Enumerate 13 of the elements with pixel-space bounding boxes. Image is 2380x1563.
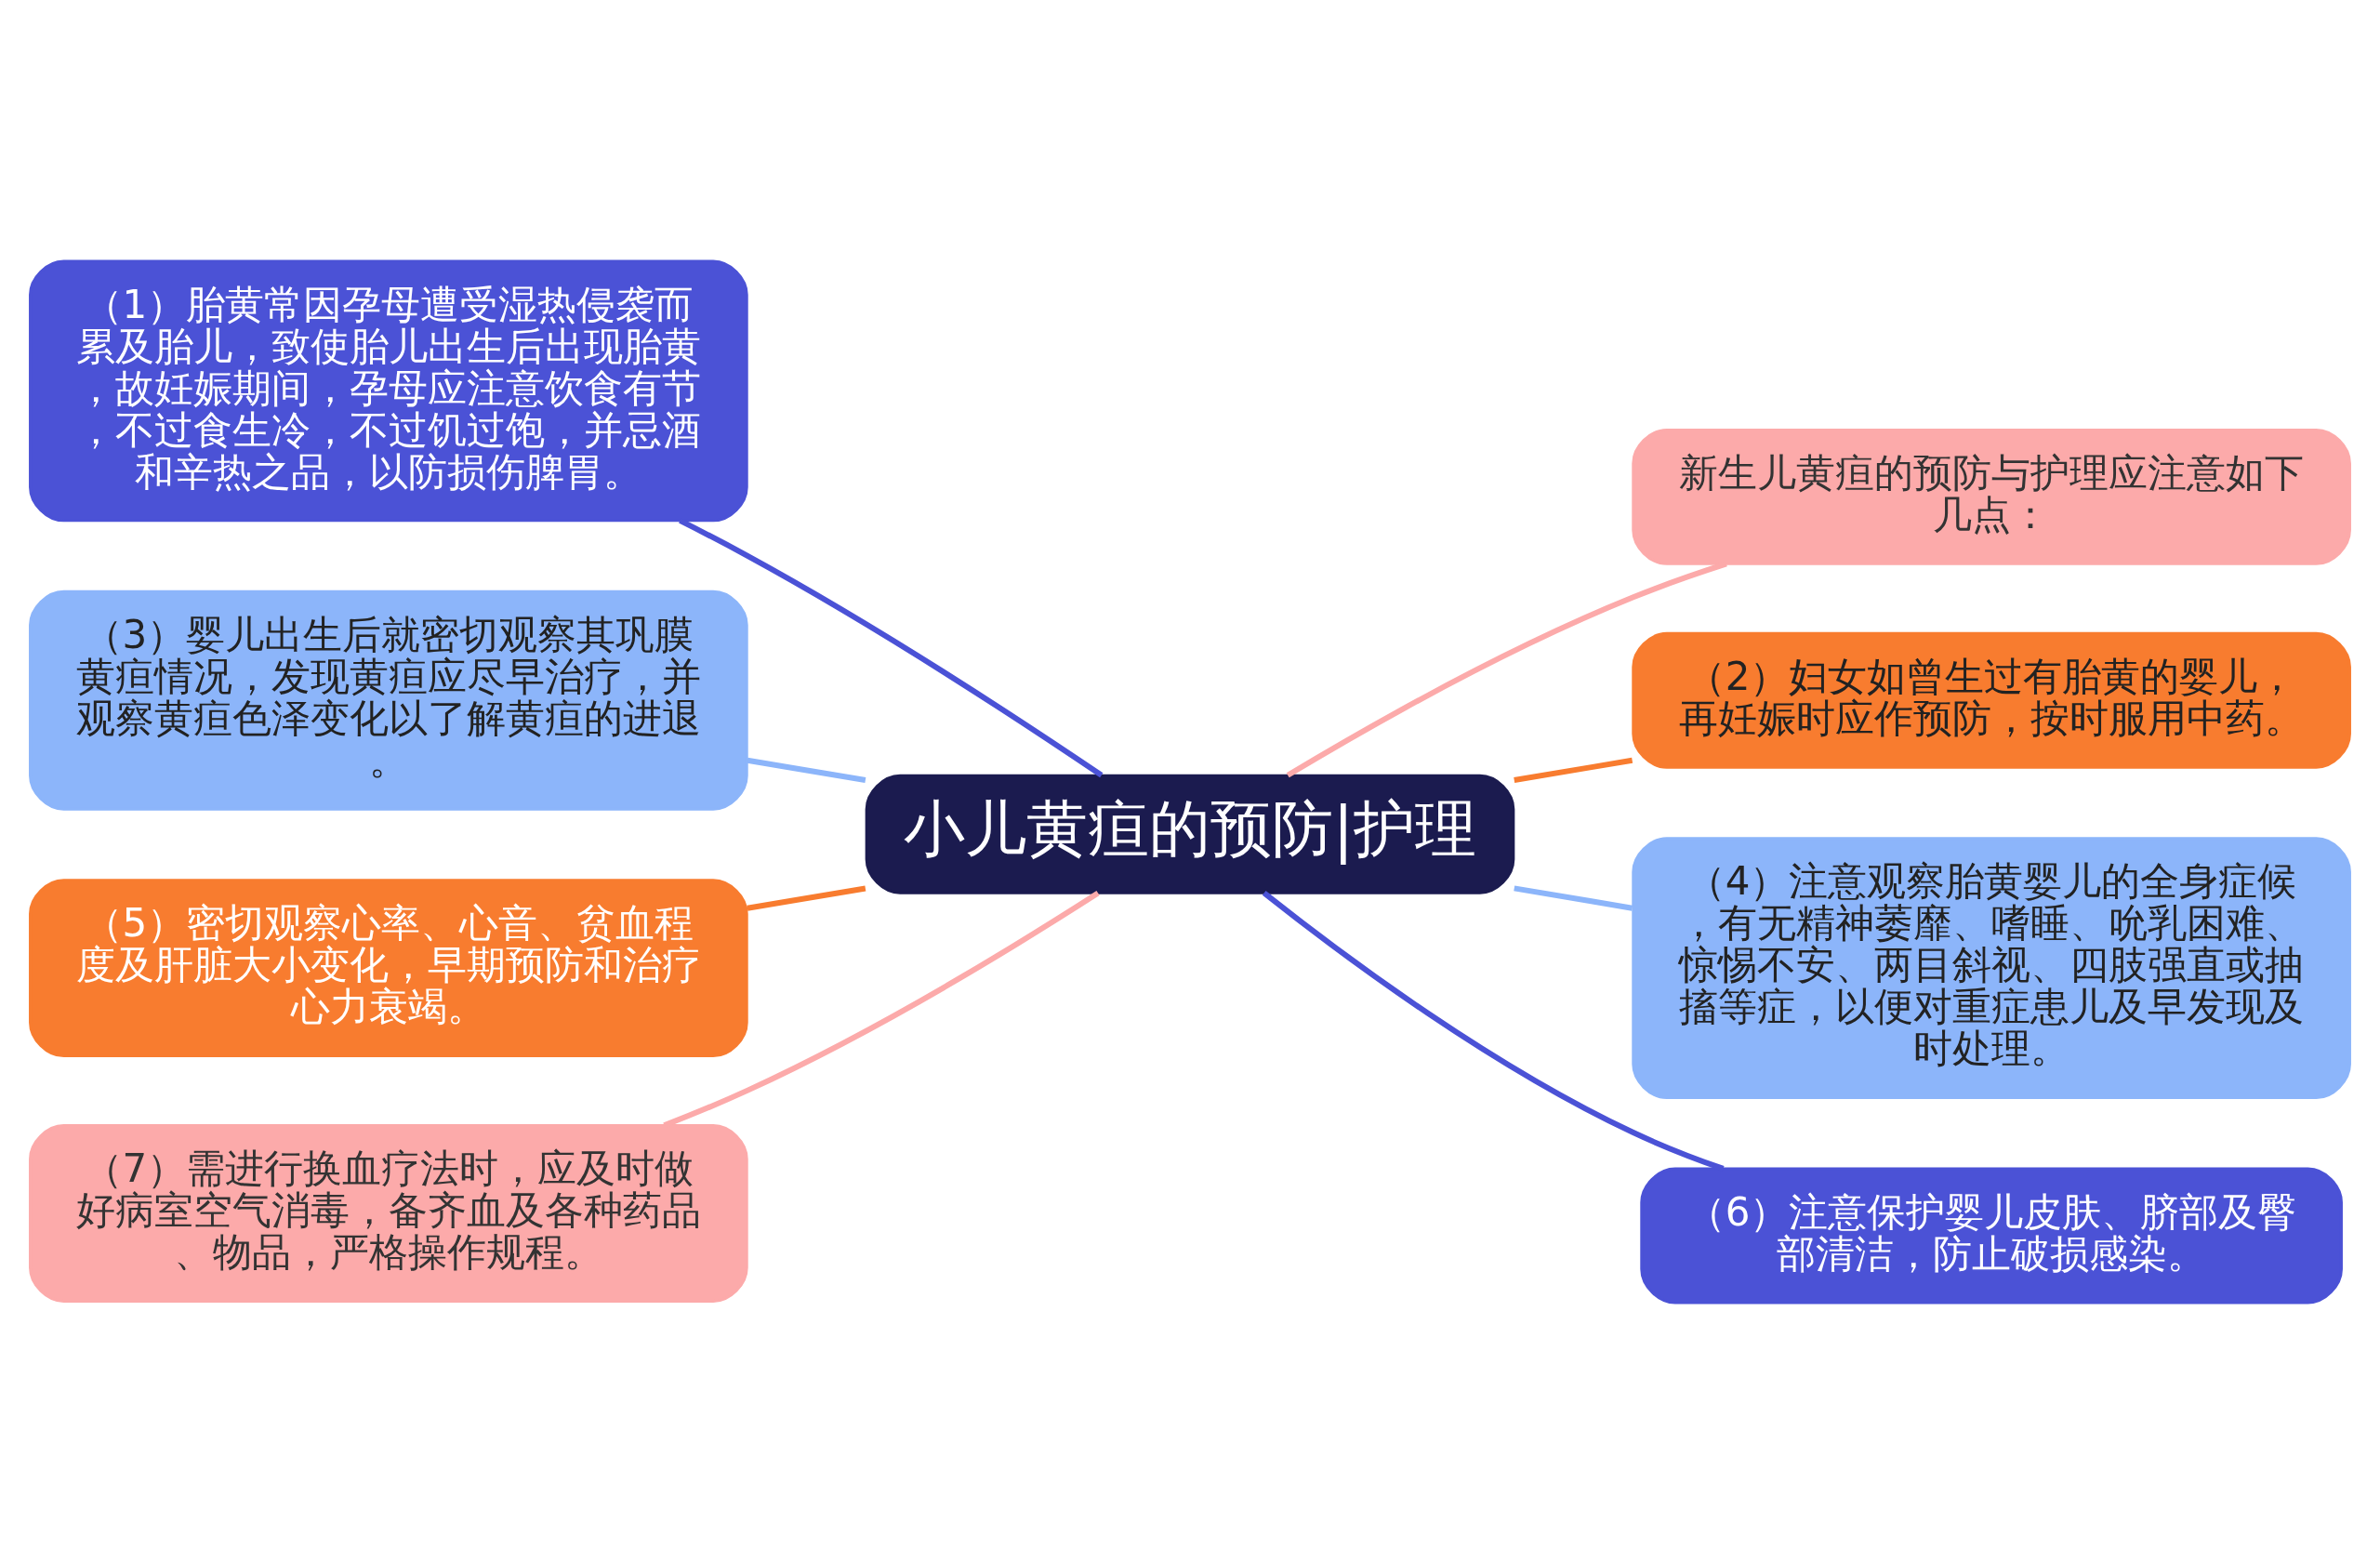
node-box: （6）注意保护婴儿皮肤、脐部及臀部清洁，防止破损感染。 xyxy=(1640,1167,2343,1304)
node-box: （3）婴儿出生后就密切观察其巩膜黄疸情况，发现黄疸应尽早治疗，并观察黄疸色泽变化以了解黄疸的进退。 xyxy=(29,589,748,811)
node-box: 新生儿黄疸的预防与护理应注意如下几点： xyxy=(1632,428,2351,565)
connector xyxy=(1514,884,1633,911)
node-box: （1）胎黄常因孕母遭受湿热侵袭而累及胎儿，致使胎儿出生后出现胎黄，故妊娠期间，孕母应注意饮食有节，不过食生冷，不过饥过饱，并忌酒和辛热之品，以防损伤脾胃。 xyxy=(29,259,748,522)
connector xyxy=(1514,757,1633,783)
node-box: （7）需进行换血疗法时，应及时做好病室空气消毒，备齐血及各种药品、物品，严格操作规程。 xyxy=(29,1123,748,1303)
node-box: （4）注意观察胎黄婴儿的全身症候，有无精神萎靡、嗜睡、吮乳困难、惊惕不安、两目斜视、四肢强直或抽搐等症，以便对重症患儿及早发现及时处理。 xyxy=(1632,836,2351,1099)
node-box: （2）妇女如曾生过有胎黄的婴儿，再妊娠时应作预防，按时服用中药。 xyxy=(1632,631,2351,769)
connector xyxy=(747,884,866,911)
connector xyxy=(747,757,866,783)
node-box: 小儿黄疸的预防|护理 xyxy=(865,774,1515,894)
node-box: （5）密切观察心率、心音、贫血程度及肝脏大小变化，早期预防和治疗心力衰竭。 xyxy=(29,878,748,1057)
